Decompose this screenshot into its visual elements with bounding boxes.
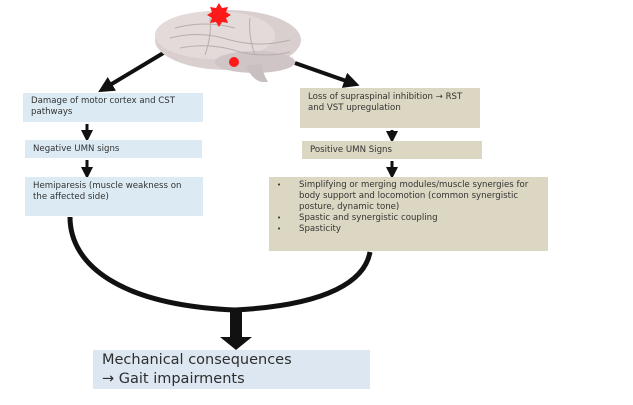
positive-umn-box: Positive UMN Signs (302, 141, 482, 159)
right-cause-text: Loss of supraspinal inhibition → RST and… (308, 92, 463, 113)
positive-effect-item: Spastic and synergistic coupling (269, 213, 542, 224)
merge-curve (67, 216, 373, 313)
merge-arrow-head (220, 337, 252, 350)
left-cause-text: Damage of motor cortex and CST pathways (31, 96, 175, 117)
hemiparesis-text: Hemiparesis (muscle weakness on the affe… (33, 181, 182, 202)
negative-umn-box: Negative UMN signs (25, 140, 202, 158)
positive-effect-item: Simplifying or merging modules/muscle sy… (269, 180, 542, 213)
merge-arrow-shaft (230, 310, 242, 337)
left-cause-box: Damage of motor cortex and CST pathways (23, 93, 203, 122)
negative-umn-text: Negative UMN signs (33, 144, 120, 154)
outcome-line-1: Mechanical consequences (102, 352, 292, 368)
positive-effect-item: Spasticity (269, 224, 542, 235)
brainstem-lesion-dot (229, 57, 239, 67)
positive-effects-list: Simplifying or merging modules/muscle sy… (269, 180, 542, 235)
right-cause-box: Loss of supraspinal inhibition → RST and… (300, 88, 480, 128)
positive-effects-box: Simplifying or merging modules/muscle sy… (269, 177, 548, 251)
arrow-brain-to-right (294, 61, 360, 88)
outcome-box: Mechanical consequences → Gait impairmen… (93, 350, 370, 389)
cortex-lesion-star (207, 3, 231, 27)
outcome-line-2: → Gait impairments (102, 371, 245, 387)
hemiparesis-box: Hemiparesis (muscle weakness on the affe… (25, 177, 203, 216)
positive-umn-text: Positive UMN Signs (310, 145, 392, 155)
arrow-brain-to-left (98, 50, 167, 93)
